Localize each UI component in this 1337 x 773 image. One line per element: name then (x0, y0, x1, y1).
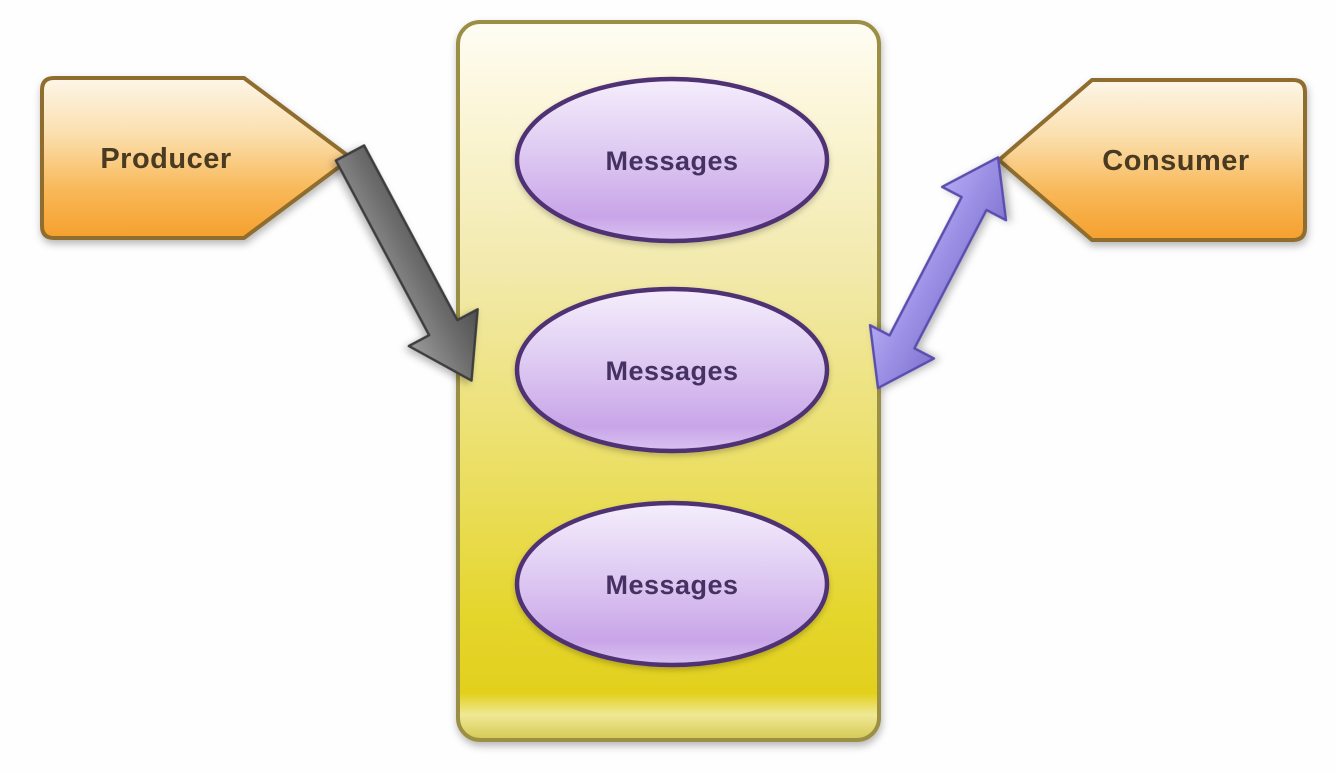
message-shape (514, 76, 830, 244)
consumer-label: Consumer (1102, 145, 1249, 177)
arrow-shape (868, 156, 1008, 390)
message-ellipse-3: Messages (514, 500, 830, 668)
arrow-shape (334, 144, 479, 382)
producer-shape (40, 76, 353, 240)
producer-label: Producer (100, 143, 231, 175)
message-label: Messages (605, 570, 738, 600)
message-shape (514, 286, 830, 454)
message-label: Messages (605, 146, 738, 176)
message-ellipse-1: Messages (514, 76, 830, 244)
producer-node: Producer (40, 76, 353, 240)
queue-container: Messages Messages Messages (456, 20, 881, 742)
producer-to-queue-arrow (334, 144, 479, 382)
consumer-shape (997, 78, 1307, 242)
message-ellipse-2: Messages (514, 286, 830, 454)
consumer-node: Consumer (997, 78, 1307, 242)
queue-consumer-bidirectional-arrow (868, 156, 1008, 390)
message-shape (514, 500, 830, 668)
message-label: Messages (605, 356, 738, 386)
